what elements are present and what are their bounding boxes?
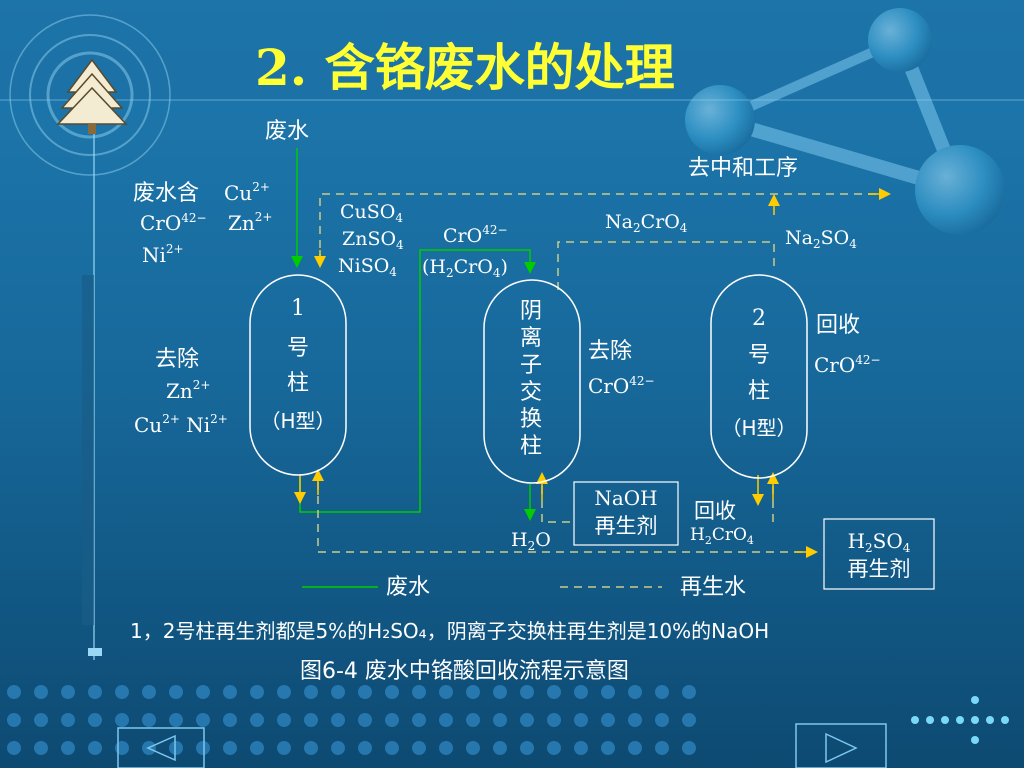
molecule-decoration [685,8,1005,235]
top-band [0,0,1024,100]
naoh-regen-label: 再生剂 [595,514,658,538]
col2-type: （H型） [721,416,796,440]
niso4-label: NiSO4 [338,255,397,279]
next-slide-button[interactable] [795,723,887,768]
regen-water-lines [317,193,880,588]
anion-char: 阴 [520,299,542,324]
anion-remove-cro4: CrO42− [588,374,655,398]
anion-remove-label: 去除 [588,339,632,364]
cro4-to-anion-label: CrO42− [443,223,508,247]
footnote: 1，2号柱再生剂都是5%的H₂SO₄，阴离子交换柱再生剂是10%的NaOH [130,619,769,643]
figure-caption: 图6-4 废水中铬酸回收流程示意图 [300,659,629,684]
anion-char: 换 [520,407,542,432]
col1-to-anion-line [299,249,536,513]
anion-char: 离 [520,326,542,351]
play-right-icon [825,732,858,764]
prev-slide-button[interactable] [117,727,205,768]
col2-recover-label: 回收 [816,313,860,338]
col1-num: 1 [291,296,305,321]
h2so4-label: H2SO4 [848,529,911,555]
anion-exchange-column [483,279,581,484]
znso4-label: ZnSO4 [342,228,404,252]
play-left-icon [146,734,176,762]
h2so4-regen-box [823,518,935,590]
h2cro4-recovered: H2CrO4 [690,525,754,547]
legend-wastewater-label: 废水 [386,575,430,600]
col2-zhu: 柱 [748,379,770,404]
ring-decoration [9,14,171,176]
col2-hao: 号 [748,343,770,368]
ion-cro4: CrO42− [140,211,207,235]
na2cro4-label: Na2CrO4 [605,211,688,235]
wastewater-contains-label: 废水含 [133,181,199,206]
col1-remove-label: 去除 [155,347,199,372]
na2so4-label: Na2SO4 [785,227,857,251]
naoh-regen-box [573,481,679,546]
column-2 [710,274,808,479]
anion-char: 交 [520,380,542,405]
to-neutralization-label: 去中和工序 [688,156,798,181]
wastewater-inlet-label: 废水 [265,119,309,144]
col2-num: 2 [752,306,766,331]
col1-type: （H型） [260,409,335,433]
left-rule-marker [88,648,102,656]
col1-zhu: 柱 [287,371,309,396]
cross-dot-decoration [911,696,1009,744]
anion-char: 柱 [520,434,542,459]
left-side-bar [82,275,94,625]
naoh-label: NaOH [594,486,657,510]
ion-ni: Ni2+ [142,242,184,267]
col1-hao: 号 [287,336,309,361]
anion-char: 子 [520,353,542,378]
tree-logo-icon [56,58,128,134]
anion-column-label: 阴 离 子 交 换 柱 [520,299,542,459]
dot-pattern-decoration [7,685,696,755]
column-1 [249,274,347,476]
col2-recover-cro4: CrO42− [814,353,881,377]
slide-title: 2. 含铬废水的处理 [255,38,675,97]
cuso4-label: CuSO4 [340,201,403,225]
h2so4-regen-label: 再生剂 [848,557,911,581]
recover-h2cro4-label: 回收 [694,499,736,523]
legend-regen-label: 再生水 [680,575,746,600]
